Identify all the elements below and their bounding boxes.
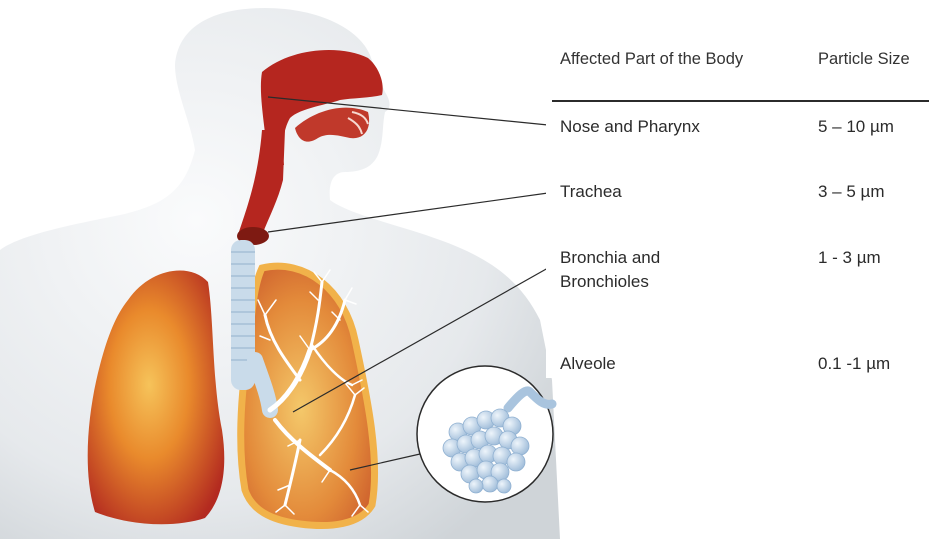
- particle-size-table: [546, 38, 929, 378]
- alveoli-magnifier: [417, 366, 553, 502]
- row-alveole-part: Alveole: [560, 353, 616, 375]
- header-affected-part: Affected Part of the Body: [560, 48, 743, 70]
- row-trachea-size: 3 – 5 µm: [818, 181, 885, 203]
- row-bronchia-part-line2: Bronchioles: [560, 271, 649, 293]
- row-bronchia-size: 1 - 3 µm: [818, 247, 881, 269]
- row-alveole-size: 0.1 -1 µm: [818, 353, 890, 375]
- row-nose-size: 5 – 10 µm: [818, 116, 894, 138]
- table-header-rule: [552, 100, 929, 102]
- row-nose-part: Nose and Pharynx: [560, 116, 700, 138]
- header-particle-size: Particle Size: [818, 48, 910, 70]
- row-bronchia-part-line1: Bronchia and: [560, 247, 660, 269]
- row-trachea-part: Trachea: [560, 181, 622, 203]
